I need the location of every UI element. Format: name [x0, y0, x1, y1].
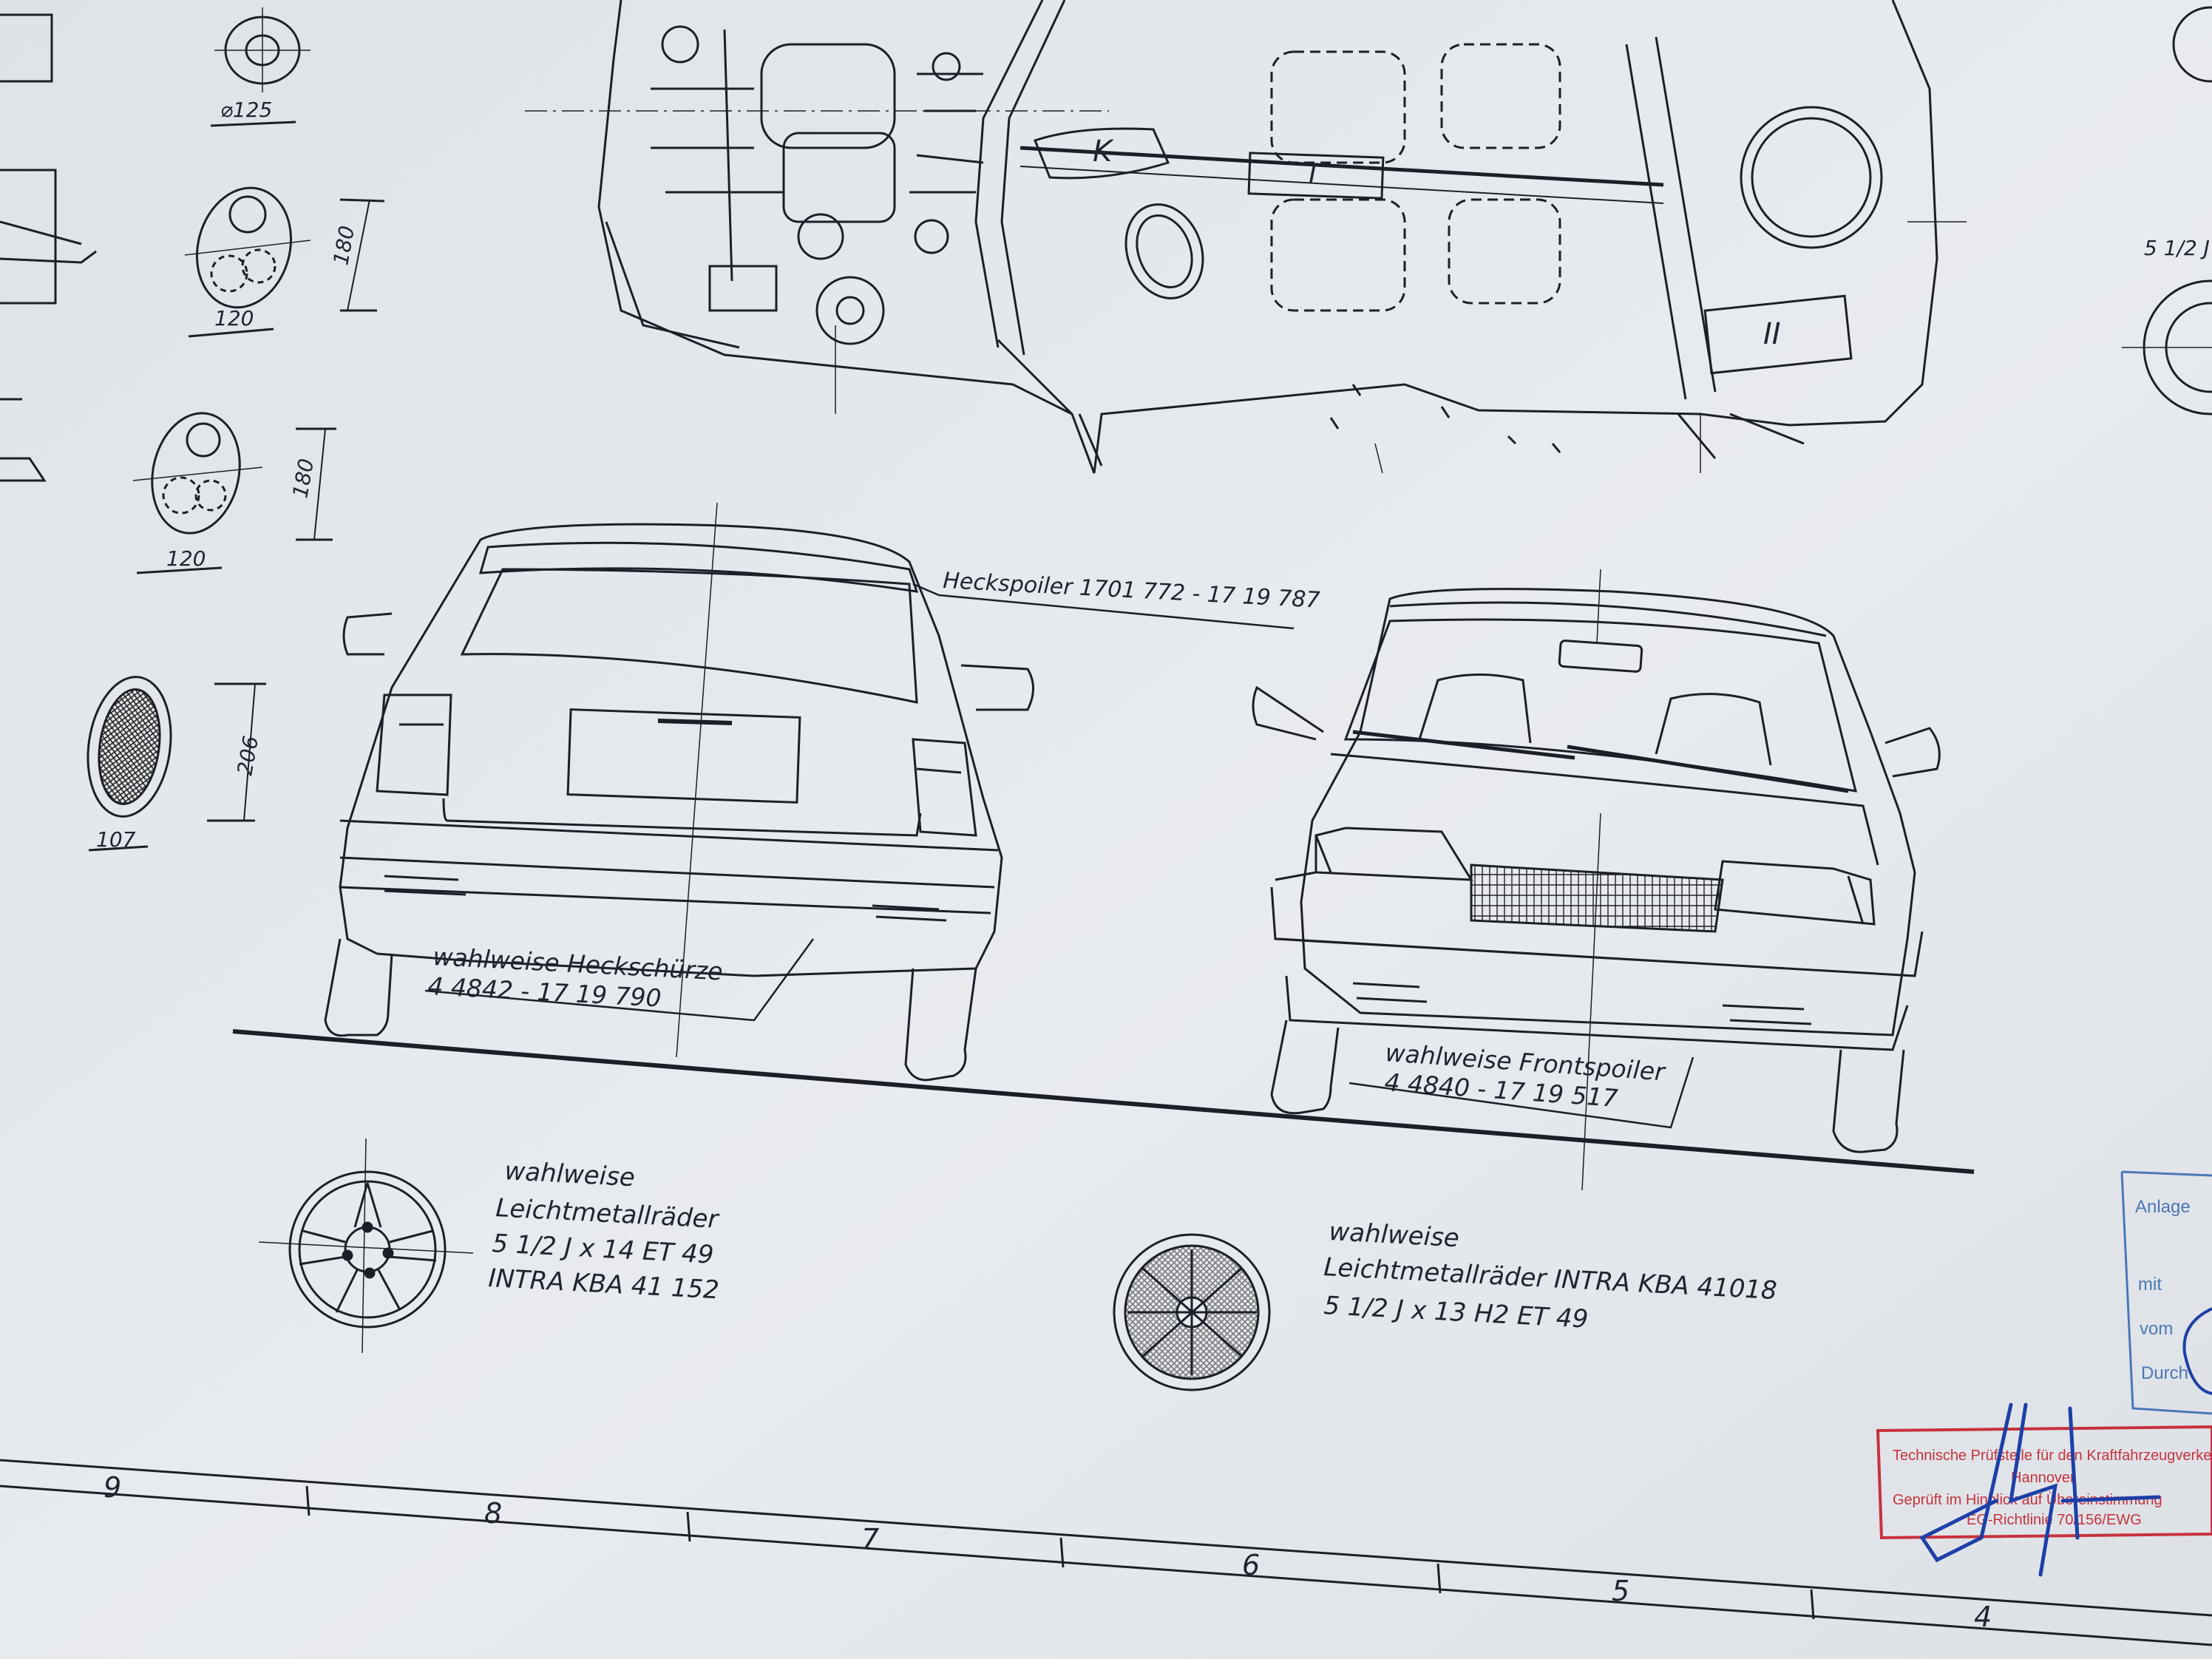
oval-exhaust-part-2 [132, 412, 336, 574]
wheel-left-line1: wahlweise [504, 1156, 636, 1192]
label-ii: II [1763, 317, 1781, 351]
leader-lines [424, 583, 1694, 1129]
blue-approval-stamp [2120, 1170, 2212, 1415]
alloy-wheel-right [1113, 1233, 1271, 1391]
car-front-view [1252, 569, 1941, 1191]
blue-stamp-signature [2182, 1307, 2212, 1395]
label-k: K [1093, 135, 1114, 169]
red-stamp-line3: Geprüft im Hinblick auf Übereinstimmung [1893, 1492, 2162, 1508]
right-rim-spec: 5 1/2 J [2144, 236, 2210, 260]
scale-9: 9 [104, 1471, 121, 1504]
dim-107-label: 107 [96, 827, 136, 852]
pipe-end-part [210, 7, 311, 127]
blue-stamp-line3: vom [2140, 1319, 2173, 1339]
oval-exhaust-part-1 [184, 186, 385, 338]
bottom-scale [0, 1459, 2212, 1646]
ground-line [232, 1029, 1975, 1174]
red-stamp-line4: EG-Richtlinie 70/156/EWG [1967, 1512, 2142, 1528]
mesh-tailpipe-part [86, 676, 266, 852]
scale-6: 6 [1242, 1549, 1260, 1581]
scale-7: 7 [861, 1523, 879, 1555]
scale-8: 8 [484, 1497, 502, 1530]
red-stamp-line1: Technische Prüfstelle für den Kraftfahrz… [1893, 1448, 2212, 1464]
dim-120-label-1: 120 [214, 306, 254, 330]
wheel-right-line1: wahlweise [1329, 1217, 1460, 1253]
red-stamp-line2: Hannover [2011, 1470, 2075, 1486]
blue-stamp-line2: mit [2138, 1275, 2162, 1295]
handwritten-signature [1919, 1402, 2161, 1577]
blue-stamp-line1: Anlage [2135, 1197, 2191, 1217]
car-top-view [525, 0, 1967, 474]
alloy-wheel-left [258, 1138, 474, 1354]
scale-4: 4 [1974, 1601, 1992, 1633]
red-inspection-stamp [1876, 1425, 2212, 1540]
dim-125-label: ⌀125 [220, 98, 272, 122]
scale-5: 5 [1612, 1575, 1629, 1607]
right-edge-wheel [2122, 6, 2212, 415]
blue-stamp-line4: Durch [2141, 1363, 2188, 1383]
dim-120-label-2: 120 [166, 546, 206, 571]
left-edge-fragments [0, 13, 97, 482]
car-rear-view [324, 502, 1034, 1082]
label-i: I [1309, 160, 1317, 190]
